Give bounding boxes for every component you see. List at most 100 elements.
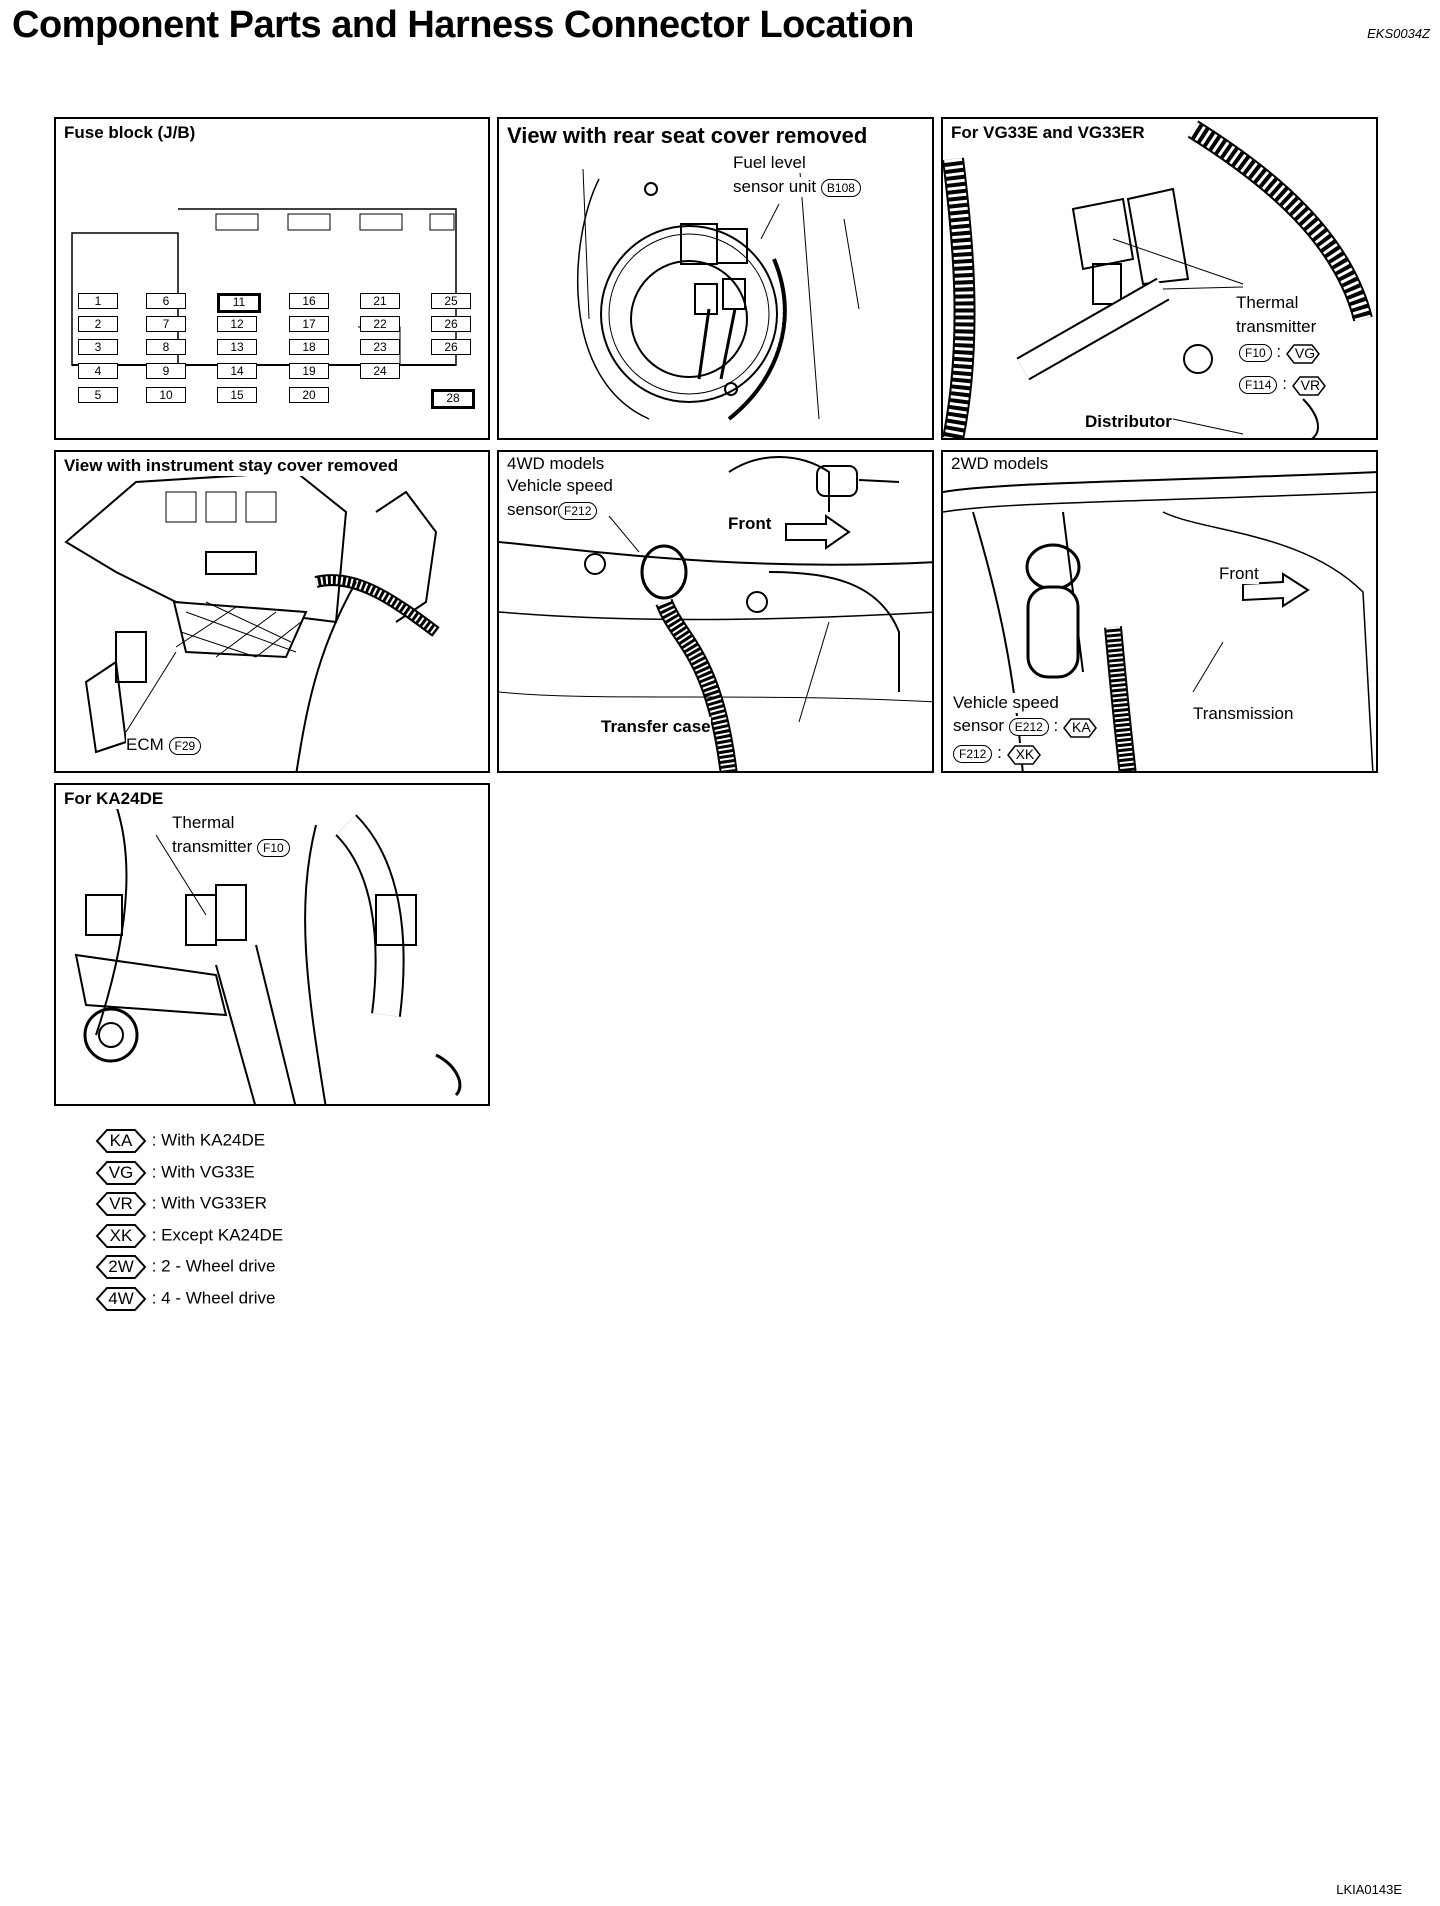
- legend-row: 4W : 4 - Wheel drive: [95, 1286, 283, 1318]
- fuse-13: 13: [217, 339, 257, 355]
- legend-text: : With VG33ER: [151, 1193, 267, 1213]
- connector-f212-2wd: F212: [953, 744, 993, 763]
- fuse-3: 3: [78, 339, 118, 355]
- ecm-label: ECM F29: [126, 735, 202, 755]
- legend-code-badge: XK: [95, 1223, 147, 1249]
- document-code: EKS0034Z: [1367, 26, 1430, 41]
- vss-label-2wd-3: F212 : XK: [953, 743, 1044, 765]
- legend-code-badge: KA: [95, 1128, 147, 1154]
- legend-text: : 4 - Wheel drive: [151, 1287, 276, 1307]
- legend-text: : 2 - Wheel drive: [151, 1256, 276, 1276]
- vss-label-2wd-2: sensor E212 : KA: [953, 716, 1100, 738]
- connector-f10: F10: [1239, 343, 1272, 362]
- connector-b108: B108: [820, 178, 861, 197]
- separator: :: [1282, 374, 1287, 393]
- legend-row: 2W : 2 - Wheel drive: [95, 1254, 283, 1286]
- connector-f29: F29: [168, 736, 202, 755]
- instrument-drawing: [64, 470, 440, 771]
- legend-code-badge: VR: [95, 1191, 147, 1217]
- front-label-2wd: Front: [1219, 564, 1259, 584]
- fuse-25: 25: [431, 293, 471, 309]
- ka24-thermal-1: Thermal: [172, 813, 235, 833]
- legend-code-badge: 4W: [95, 1286, 147, 1312]
- separator: :: [1276, 342, 1282, 361]
- fuel-sensor-label-1: Fuel level: [733, 153, 806, 173]
- connector-f10-ka: F10: [257, 838, 290, 857]
- fuse-5: 5: [78, 387, 118, 403]
- transfer-case-label: Transfer case: [601, 717, 711, 737]
- fuse-7: 7: [146, 316, 186, 332]
- rear-seat-panel: View with rear seat cover removed Fuel l…: [497, 117, 934, 440]
- fuse-2: 2: [78, 316, 118, 332]
- thermal-label-2: transmitter: [1236, 317, 1317, 337]
- vg33-panel: For VG33E and VG33ER Thermal transmitter…: [941, 117, 1378, 440]
- fuse-11: 11: [217, 293, 261, 313]
- thermal-label-1: Thermal: [1236, 293, 1299, 313]
- rear-seat-title: View with rear seat cover removed: [507, 123, 871, 149]
- fourwd-drawing: [499, 456, 932, 771]
- fuse-6: 6: [146, 293, 186, 309]
- fuse-16: 16: [289, 293, 329, 309]
- thermal-conn-row-1: F10 : VG: [1239, 342, 1325, 364]
- twowd-title: 2WD models: [951, 454, 1049, 474]
- fourwd-title: 4WD models: [507, 454, 605, 474]
- fuse-27: 26: [431, 339, 471, 355]
- fuse-block-outline: [71, 208, 457, 366]
- connector-e212: E212: [1008, 717, 1049, 736]
- fuse-19: 19: [289, 363, 329, 379]
- instrument-title: View with instrument stay cover removed: [64, 456, 402, 476]
- vss-label-1: Vehicle speed: [507, 476, 613, 496]
- fuse-14: 14: [217, 363, 257, 379]
- fuse-20: 20: [289, 387, 329, 403]
- legend-text: : With KA24DE: [151, 1130, 266, 1150]
- figure-code: LKIA0143E: [1336, 1882, 1402, 1897]
- vss-label-2wd-1: Vehicle speed: [953, 693, 1059, 713]
- instrument-panel: View with instrument stay cover removed …: [54, 450, 490, 773]
- legend-row: VR : With VG33ER: [95, 1191, 283, 1223]
- vg33-title: For VG33E and VG33ER: [951, 123, 1148, 143]
- code-vg: VG: [1285, 343, 1324, 364]
- fuel-sensor-label-2: sensor unit B108: [733, 177, 861, 197]
- fuse-block-title: Fuse block (J/B): [64, 123, 199, 143]
- fuse-4: 4: [78, 363, 118, 379]
- legend-row: KA : With KA24DE: [95, 1128, 283, 1160]
- fuse-8: 8: [146, 339, 186, 355]
- fuse-22: 22: [360, 316, 400, 332]
- fuse-9: 9: [146, 363, 186, 379]
- fuse-12: 12: [217, 316, 257, 332]
- page-title: Component Parts and Harness Connector Lo…: [12, 4, 914, 46]
- transmission-label: Transmission: [1193, 704, 1294, 724]
- fuel-sender-drawing: [577, 158, 860, 421]
- legend-code-badge: 2W: [95, 1254, 147, 1280]
- twowd-drawing: [943, 471, 1376, 771]
- fuse-1: 1: [78, 293, 118, 309]
- ka24-drawing: [74, 804, 462, 1104]
- fuse-24: 24: [360, 363, 400, 379]
- engine-drawing: [943, 120, 1373, 438]
- legend-row: XK : Except KA24DE: [95, 1223, 283, 1255]
- connector-f212: F212: [558, 501, 598, 520]
- connector-f114: F114: [1239, 375, 1278, 394]
- fuse-15: 15: [217, 387, 257, 403]
- ka24-title: For KA24DE: [64, 789, 167, 809]
- fuse-23: 23: [360, 339, 400, 355]
- fuse-18: 18: [289, 339, 329, 355]
- code-ka: KA: [1063, 717, 1100, 738]
- fuse-21: 21: [360, 293, 400, 309]
- ka24-thermal-2: transmitter F10: [172, 837, 290, 857]
- twowd-panel: 2WD models Front Vehicle speed sensor E2…: [941, 450, 1378, 773]
- thermal-conn-row-2: F114 : VR: [1239, 374, 1330, 396]
- fuse-17: 17: [289, 316, 329, 332]
- fuse-10: 10: [146, 387, 186, 403]
- code-vr: VR: [1291, 375, 1329, 396]
- distributor-label: Distributor: [1085, 412, 1172, 432]
- fuse-28: 28: [431, 389, 475, 409]
- legend-text: : Except KA24DE: [151, 1224, 284, 1244]
- legend-text: : With VG33E: [151, 1161, 255, 1181]
- code-xk: XK: [1006, 744, 1044, 765]
- ka24-panel: For KA24DE Thermal transmitter F10: [54, 783, 490, 1106]
